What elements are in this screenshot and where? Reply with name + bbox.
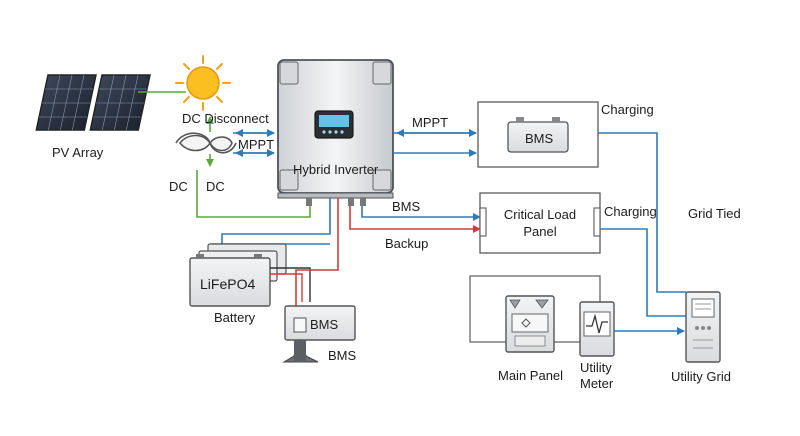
mppt-left-label: MPPT [238,137,275,152]
hybrid-inverter [277,59,394,206]
bms-top-label: BMS [525,131,554,146]
bms-below-label: BMS [328,348,357,363]
utility-meter [579,301,615,357]
grid-tied-label: Grid Tied [688,206,741,221]
lcd-display-icon [314,110,354,139]
bms-box-label: BMS [310,317,339,332]
sun-icon [175,55,231,111]
mppt-right-label: MPPT [412,115,449,130]
waveform-icon [583,311,611,337]
bms-top-box [477,101,599,168]
charging-mid-label: Charging [604,204,657,219]
dc-disconnect [175,132,237,154]
utility-grid [685,291,721,363]
bms-mid-label: BMS [392,199,421,214]
backup-label: Backup [385,236,429,251]
battery-label: Battery [214,310,256,325]
hybrid-inverter-label: Hybrid Inverter [293,162,379,177]
lifepo4-label: LiFePO4 [200,276,256,292]
critical-load-panel [479,192,601,254]
pv-array-label: PV Array [52,145,104,160]
charging-top-label: Charging [601,102,654,117]
main-panel [505,295,555,353]
main-panel-label: Main Panel [498,368,564,383]
utility-grid-label: Utility Grid [671,369,731,384]
dc-right-label: DC [206,179,225,194]
bms-battery-box [282,305,356,363]
lifepo4-battery [189,243,287,307]
critical-load-panel-label: Critical Load Panel [503,207,577,239]
pv-array [35,74,151,131]
utility-meter-label: Utility Meter [580,360,614,391]
dc-left-label: DC [169,179,188,194]
dc-disconnect-label: DC Disconnect [182,111,269,126]
